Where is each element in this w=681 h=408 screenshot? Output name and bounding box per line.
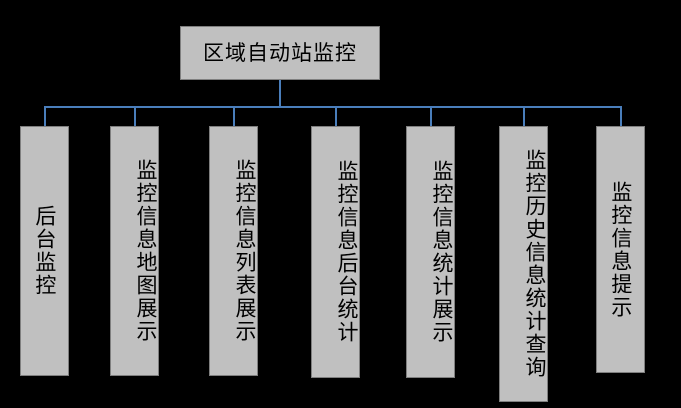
node-child-5[interactable]: 监控信息统计展示	[406, 126, 455, 378]
connector-drop-3	[233, 106, 235, 127]
connector-root-stem	[279, 80, 281, 107]
node-child-1[interactable]: 后台监控	[20, 126, 69, 376]
node-child-2[interactable]: 监控信息地图展示	[110, 126, 159, 376]
node-root-label: 区域自动站监控	[203, 40, 357, 65]
connector-drop-7	[620, 106, 622, 127]
connector-drop-4	[335, 106, 337, 127]
node-child-6-label: 监控历史信息统计查询	[523, 149, 547, 379]
node-root[interactable]: 区域自动站监控	[180, 26, 380, 80]
node-child-3[interactable]: 监控信息列表展示	[209, 126, 258, 376]
node-child-1-label: 后台监控	[32, 205, 57, 297]
node-child-2-label: 监控信息地图展示	[134, 159, 158, 343]
node-child-5-label: 监控信息统计展示	[430, 160, 454, 344]
connector-horizontal-bus	[44, 106, 622, 108]
node-child-4-label: 监控信息后台统计	[335, 160, 359, 344]
connector-drop-2	[134, 106, 136, 127]
node-child-7[interactable]: 监控信息提示	[596, 126, 645, 373]
connector-drop-6	[523, 106, 525, 127]
node-child-6[interactable]: 监控历史信息统计查询	[499, 126, 548, 402]
connector-drop-1	[44, 106, 46, 127]
node-child-7-label: 监控信息提示	[608, 180, 633, 319]
node-child-4[interactable]: 监控信息后台统计	[311, 126, 360, 378]
connector-drop-5	[430, 106, 432, 127]
node-child-3-label: 监控信息列表展示	[233, 159, 257, 343]
